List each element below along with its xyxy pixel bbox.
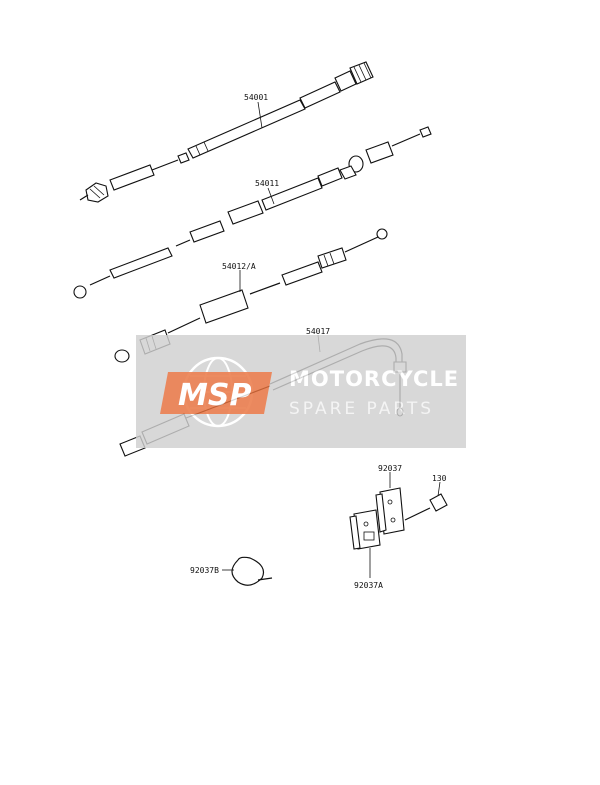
label-92037B: 92037B: [190, 566, 219, 575]
label-54017: 54017: [306, 327, 330, 336]
label-54012A: 54012/A: [222, 262, 256, 271]
watermark-title: MOTORCYCLE: [289, 367, 459, 391]
clip-92037B: [231, 556, 273, 586]
watermark: MSP MOTORCYCLE SPARE PARTS: [136, 335, 466, 448]
label-54011: 54011: [255, 179, 279, 188]
bracket-assembly: [349, 487, 448, 550]
watermark-logo-badge: [160, 372, 272, 414]
cable-54001: [79, 61, 374, 203]
label-92037: 92037: [378, 464, 402, 473]
cable-54011: [73, 126, 432, 299]
cable-54012A: [114, 228, 388, 363]
label-92037A: 92037A: [354, 581, 383, 590]
part-labels: 54001 54011 54012/A 54017 92037 130 9203…: [190, 93, 447, 590]
label-130: 130: [432, 474, 447, 483]
watermark-logo: MSP: [178, 378, 251, 413]
watermark-subtitle: SPARE PARTS: [289, 399, 434, 419]
label-54001: 54001: [244, 93, 268, 102]
